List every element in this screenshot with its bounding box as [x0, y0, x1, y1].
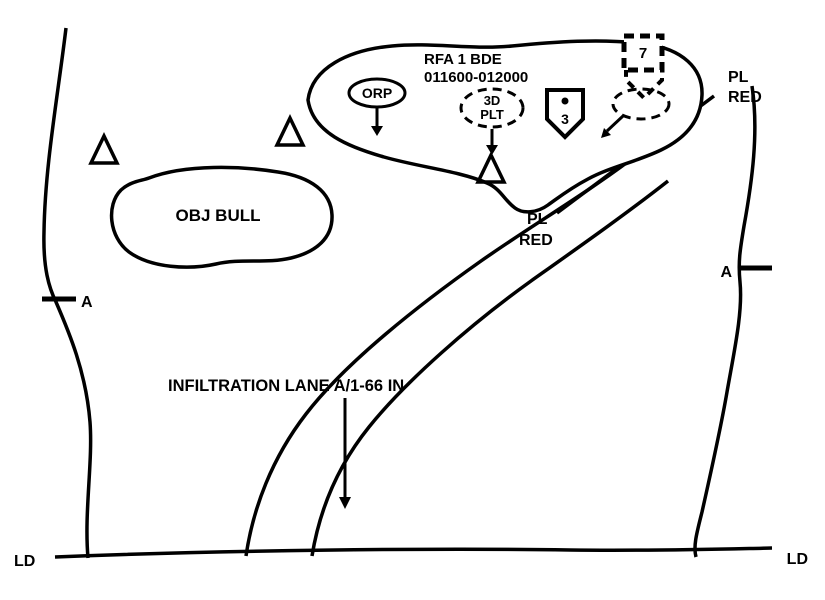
plt-planned-oval: [459, 87, 525, 129]
right-boundary-label: A: [720, 264, 732, 281]
orp-arrow: [371, 107, 383, 136]
triangle-marker-middle: [274, 113, 306, 147]
pl-red-label-lower: PL RED: [519, 211, 553, 249]
infiltration-lane-left-edge: [244, 159, 631, 557]
planned-location-arrow: [601, 114, 625, 138]
infiltration-lane-label: INFILTRATION LANE A/1-66 IN: [168, 377, 404, 395]
triangle-marker-left: [88, 131, 120, 165]
left-boundary-line: [42, 27, 93, 559]
strongpoint-dot: [561, 97, 569, 105]
triangle-marker-inside-area: [475, 150, 507, 184]
line-of-departure: [54, 546, 773, 559]
left-boundary-label: A: [81, 294, 93, 311]
strongpoint-symbol: 3: [545, 88, 585, 140]
pl-red-label-upper: PL RED: [728, 69, 762, 106]
planned-position-square: [621, 33, 665, 73]
infiltration-lane-arrow: [339, 398, 351, 509]
assembly-area-outline: [306, 39, 704, 214]
pl-red-lower-line2: RED: [519, 232, 553, 249]
objective-bull-label: OBJ BULL: [176, 206, 261, 225]
pl-red-upper-line1: PL: [728, 69, 749, 86]
right-boundary-line: [693, 85, 757, 558]
rfa-time-window: 011600-012000: [424, 69, 528, 86]
planned-unit-number: 7: [639, 45, 647, 62]
planned-location-oval: [611, 87, 671, 121]
ld-label-left: LD: [14, 553, 35, 570]
plt-label-line2: PLT: [480, 107, 504, 122]
ld-label-right: LD: [787, 551, 808, 568]
rfa-title: RFA 1 BDE: [424, 51, 502, 68]
plt-label-line1: 3D: [484, 93, 501, 108]
infiltration-lane-right-edge: [310, 179, 670, 557]
plt-arrow: [486, 129, 498, 155]
pl-red-lower-line1: PL: [527, 211, 548, 228]
pl-red-upper-line2: RED: [728, 89, 762, 106]
orp-label: ORP: [362, 85, 392, 101]
planned-position-symbol: 7: [621, 33, 665, 101]
objective-bull-outline: [109, 165, 334, 269]
strongpoint-number: 3: [561, 111, 569, 127]
